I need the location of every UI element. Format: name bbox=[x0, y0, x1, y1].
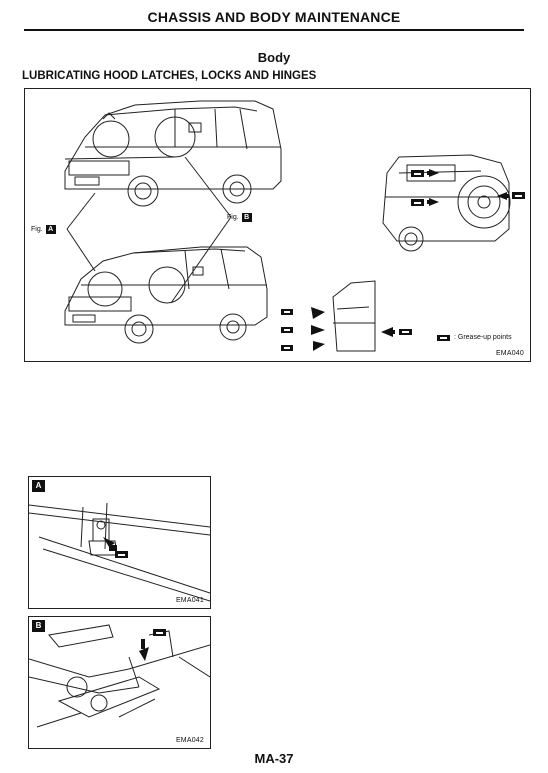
fig-a-letter-badge: A bbox=[45, 225, 56, 234]
figure-code: EMA040 bbox=[495, 350, 524, 357]
fig-b-prefix: Fig. bbox=[227, 214, 239, 221]
grease-up-icon bbox=[437, 334, 450, 341]
fig-a-callout: Fig. A bbox=[31, 225, 56, 234]
hood-hinge-illustration bbox=[29, 502, 210, 602]
legend: : Grease-up points bbox=[437, 334, 512, 341]
page-number: MA-37 bbox=[254, 751, 294, 766]
figure-b: B EMA042 bbox=[28, 616, 211, 749]
main-figure: Fig. A Fig. B : Grease-up points EMA040 bbox=[24, 88, 531, 362]
figure-b-code: EMA042 bbox=[175, 737, 204, 744]
legend-text: : Grease-up points bbox=[454, 334, 512, 341]
section-title: Body bbox=[257, 50, 291, 65]
header-title: CHASSIS AND BODY MAINTENANCE bbox=[147, 9, 401, 25]
fig-b-callout: Fig. B bbox=[227, 213, 252, 222]
fig-b-letter-badge: B bbox=[241, 213, 252, 222]
header-rule bbox=[24, 29, 524, 31]
figure-a-code: EMA041 bbox=[175, 597, 204, 604]
figure-a: A EMA041 bbox=[28, 476, 211, 609]
vehicle-illustration bbox=[64, 100, 525, 352]
fig-a-prefix: Fig. bbox=[31, 226, 43, 233]
subsection-title: LUBRICATING HOOD LATCHES, LOCKS AND HING… bbox=[22, 70, 317, 82]
figure-a-badge: A bbox=[32, 480, 45, 492]
hood-latch-illustration bbox=[29, 624, 210, 728]
figure-b-badge: B bbox=[32, 620, 45, 632]
